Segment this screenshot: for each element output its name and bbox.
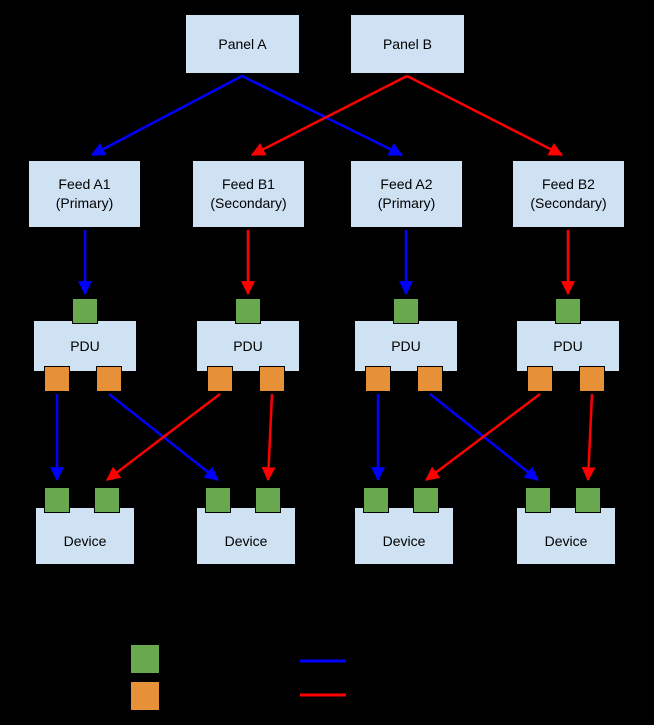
panel-a-box: Panel A [185, 14, 300, 74]
feed-b1-role: (Secondary) [210, 195, 287, 211]
primary-arrow-panel-a-to-feed-a2 [241, 74, 404, 157]
feed-a2-box: Feed A2 (Primary) [350, 160, 463, 228]
pdu-3-box: PDU [354, 320, 458, 372]
pdu-4-box: PDU [516, 320, 620, 372]
legend-output-port-swatch [130, 681, 160, 711]
feed-b1-box: Feed B1 (Secondary) [192, 160, 305, 228]
pdu-2-output-port-right [259, 366, 285, 392]
pdu-1-box: PDU [33, 320, 137, 372]
device-4-input-port-left [525, 487, 551, 513]
pdu-2-box: PDU [196, 320, 300, 372]
legend-input-port-swatch [130, 644, 160, 674]
secondary-arrow-pdu-4-to-device-3 [425, 393, 541, 481]
panel-a-label: Panel A [218, 35, 267, 52]
feed-a2-role: (Primary) [377, 195, 436, 211]
device-2-box: Device [196, 507, 296, 565]
device-2-input-port-left [205, 487, 231, 513]
pdu-2-input-port [235, 298, 261, 324]
pdu-3-output-port-left [365, 366, 391, 392]
panel-b-box: Panel B [350, 14, 465, 74]
device-1-box: Device [35, 507, 135, 565]
feed-b2-box: Feed B2 (Secondary) [512, 160, 625, 228]
pdu-2-output-port-left [207, 366, 233, 392]
device-1-input-port-right [94, 487, 120, 513]
secondary-arrow-pdu-2-to-device-2 [261, 393, 276, 482]
feed-a1-role: (Primary) [55, 195, 114, 211]
pdu-4-output-port-left [527, 366, 553, 392]
secondary-arrow-pdu-4-to-device-4 [581, 393, 596, 482]
feed-a1-name: Feed A1 [58, 176, 111, 193]
pdu-1-label: PDU [70, 337, 100, 354]
feed-b2-name: Feed B2 [542, 176, 595, 193]
secondary-arrow-pdu-2-to-device-1 [106, 393, 221, 481]
device-3-input-port-right [413, 487, 439, 513]
pdu-2-label: PDU [233, 337, 263, 354]
device-1-input-port-left [44, 487, 70, 513]
primary-arrow-panel-a-to-feed-a1 [90, 74, 243, 157]
pdu-1-output-port-left [44, 366, 70, 392]
device-1-label: Device [63, 532, 107, 549]
feed-b2-role: (Secondary) [530, 195, 607, 211]
device-2-label: Device [224, 532, 268, 549]
device-4-label: Device [544, 532, 588, 549]
secondary-arrow-panel-b-to-feed-b2 [406, 74, 564, 157]
feed-b1-name: Feed B1 [222, 176, 275, 193]
feed-a2-name: Feed A2 [380, 176, 433, 193]
pdu-3-label: PDU [391, 337, 421, 354]
device-4-input-port-right [575, 487, 601, 513]
pdu-3-input-port [393, 298, 419, 324]
device-4-box: Device [516, 507, 616, 565]
feed-a1-box: Feed A1 (Primary) [28, 160, 141, 228]
pdu-1-output-port-right [96, 366, 122, 392]
pdu-4-input-port [555, 298, 581, 324]
secondary-arrow-panel-b-to-feed-b1 [250, 74, 408, 157]
device-2-input-port-right [255, 487, 281, 513]
pdu-4-label: PDU [553, 337, 583, 354]
device-3-box: Device [354, 507, 454, 565]
pdu-1-input-port [72, 298, 98, 324]
panel-b-label: Panel B [382, 35, 433, 52]
device-3-label: Device [382, 532, 426, 549]
pdu-4-output-port-right [579, 366, 605, 392]
pdu-3-output-port-right [417, 366, 443, 392]
device-3-input-port-left [363, 487, 389, 513]
